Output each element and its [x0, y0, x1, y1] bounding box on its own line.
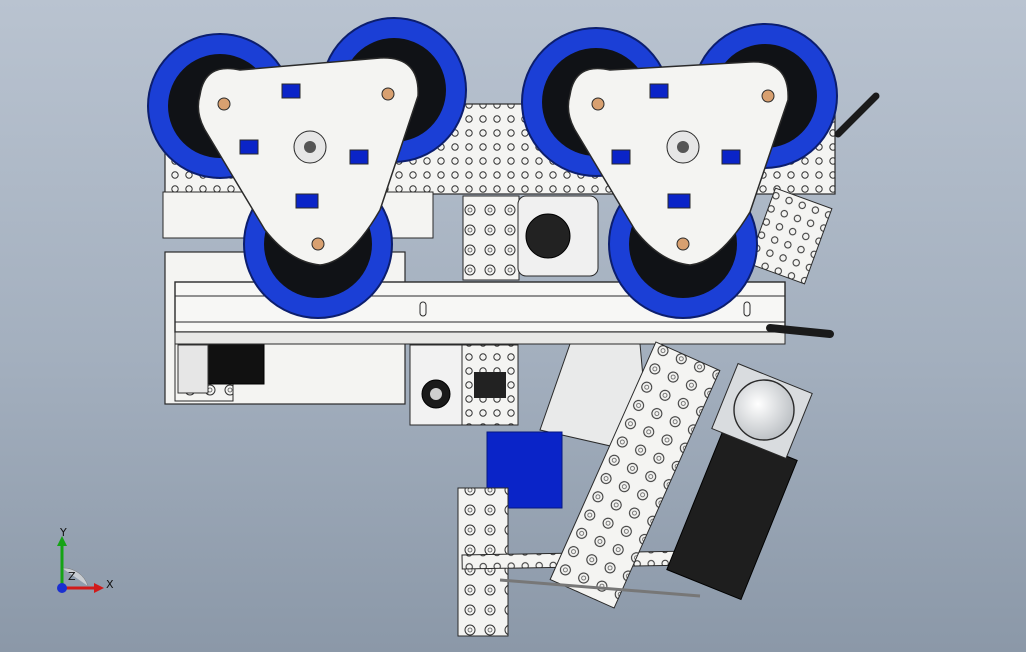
- right-track-module[interactable]: [521, 23, 838, 319]
- servo-cluster[interactable]: [409, 344, 519, 426]
- z-axis-label: Z: [68, 570, 76, 583]
- triad-arc: [61, 567, 89, 587]
- z-axis-dot: [57, 583, 67, 593]
- camera-lens: [525, 213, 571, 259]
- cables: [766, 92, 880, 338]
- x-axis-arrow: [94, 583, 104, 593]
- center-bracket: [462, 195, 520, 281]
- y-axis-arrow: [57, 536, 67, 546]
- right-tri-plate: [567, 61, 789, 266]
- right-motor[interactable]: [711, 362, 813, 460]
- coordinate-triad: Y X Z: [57, 528, 114, 593]
- y-axis-label: Y: [59, 528, 67, 539]
- x-axis-label: X: [106, 578, 114, 591]
- left-track-module[interactable]: [147, 17, 467, 319]
- right-bracket: [747, 187, 833, 285]
